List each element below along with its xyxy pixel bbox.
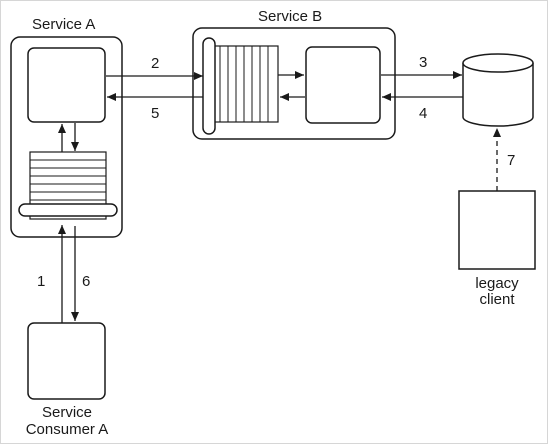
service-b-container — [192, 27, 396, 140]
service-b-queue-pipe — [202, 37, 216, 135]
service-consumer-a-label-line1: Service — [42, 404, 92, 421]
flow-arrows: 1 6 2 5 3 4 7 — [37, 54, 515, 323]
service-a: Service A — [10, 16, 123, 238]
service-b-component — [305, 46, 381, 124]
service-a-container — [10, 36, 123, 238]
arrow-6-label: 6 — [82, 273, 90, 290]
database — [462, 53, 534, 127]
service-b: Service B — [192, 8, 396, 140]
legacy-client-label-line2: client — [479, 291, 515, 308]
arrow-5-label: 5 — [151, 105, 159, 122]
service-b-label: Service B — [258, 8, 322, 25]
arrow-2-label: 2 — [151, 55, 159, 72]
service-consumer-a: Service Consumer A — [26, 322, 109, 438]
service-a-queue — [18, 151, 118, 220]
service-a-label: Service A — [32, 16, 95, 33]
database-cylinder — [462, 63, 534, 127]
legacy-client: legacy client — [458, 190, 536, 308]
service-consumer-a-box — [27, 322, 106, 400]
arrow-1-label: 1 — [37, 273, 45, 290]
legacy-client-label-line1: legacy — [475, 275, 519, 292]
legacy-client-box — [458, 190, 536, 270]
database-top — [462, 53, 534, 73]
service-a-queue-pipe — [18, 203, 118, 217]
service-consumer-a-label-line2: Consumer A — [26, 421, 109, 438]
arrow-4-label: 4 — [419, 105, 427, 122]
arrow-3-label: 3 — [419, 54, 427, 71]
service-a-component — [27, 47, 106, 123]
service-b-queue — [202, 37, 279, 135]
arrow-7-label: 7 — [507, 152, 515, 169]
